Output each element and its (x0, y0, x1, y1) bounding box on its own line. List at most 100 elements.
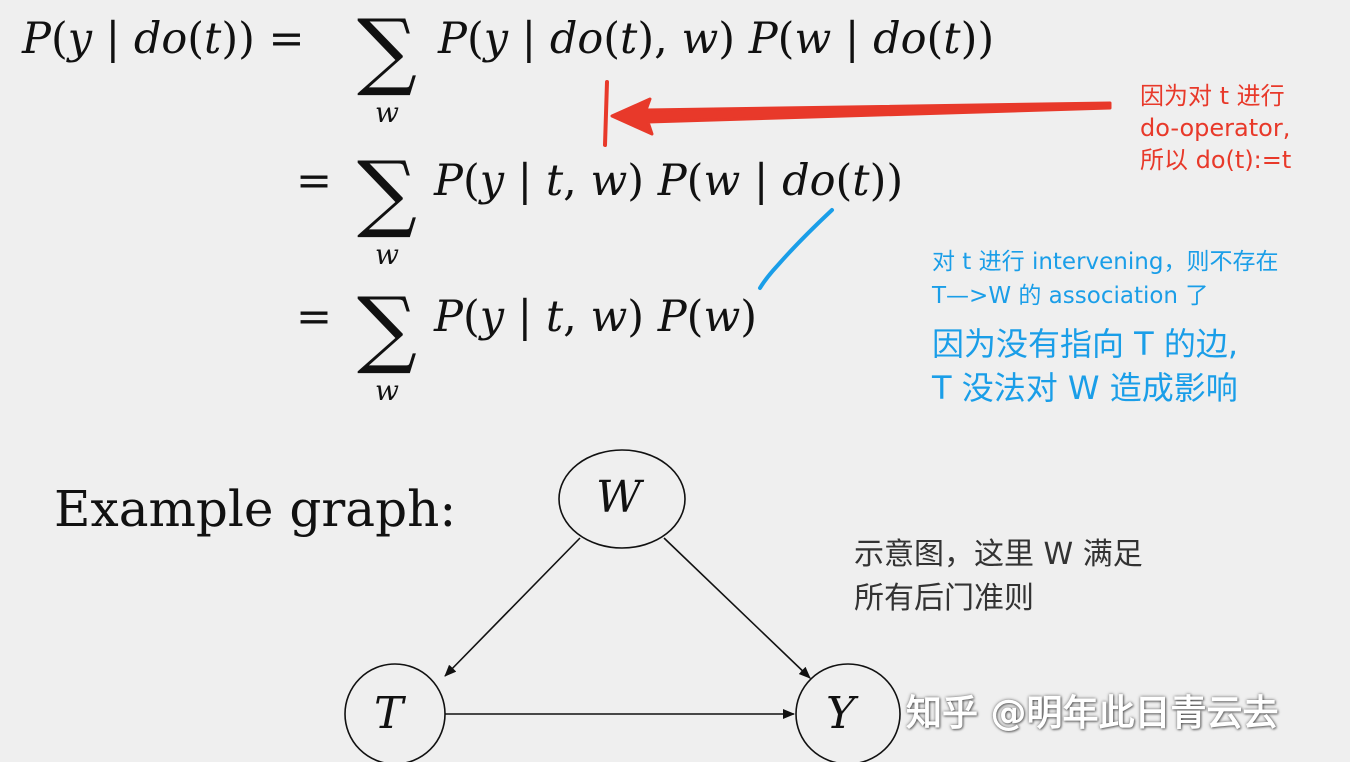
blue-annotation-big: 因为没有指向 T 的边, T 没法对 W 造成影响 (932, 322, 1238, 410)
zhihu-watermark: 知乎 @明年此日青云去 (906, 693, 1279, 734)
equation-line-2: P(y | t, w) P(w | do(t)) (434, 160, 903, 203)
lhs-paren2: ( (187, 14, 205, 64)
l3-p2: P (644, 292, 687, 342)
l2-w1: w (590, 156, 628, 206)
l2-o1: ( (462, 156, 480, 206)
blue-stroke (758, 208, 834, 290)
node-w-circle (558, 449, 686, 549)
l2-bar1: | (504, 156, 546, 206)
edge-w-to-t (444, 537, 581, 677)
equation-line-2-equals: = (296, 160, 332, 203)
red-annotation-line-2: do-operator, (1140, 114, 1291, 142)
red-annotation-line-1: 因为对 t 进行 (1140, 82, 1285, 110)
lhs-bar: | (92, 14, 134, 64)
lhs-paren: ( (50, 14, 68, 64)
red-annotation-line-3: 所以 do(t):=t (1140, 146, 1292, 174)
l3-o1: ( (462, 292, 480, 342)
l2-equals: = (296, 156, 333, 206)
node-t-label: T (374, 688, 404, 739)
sum-1-subscript: w (375, 96, 399, 129)
sum-3-symbol: ∑ (357, 279, 417, 377)
lhs-equals: = (254, 14, 305, 64)
node-t-circle (344, 663, 446, 762)
gray-annotation: 示意图，这里 W 满足 所有后门准则 (854, 533, 1143, 621)
gray-line-2: 所有后门准则 (854, 581, 1034, 616)
l2-c1: ) (627, 156, 645, 206)
l3-t1: t (545, 292, 564, 342)
lhs-do: do (133, 14, 188, 64)
l3-bar1: | (504, 292, 546, 342)
equation-lhs: P(y | do(t)) = (22, 18, 305, 61)
equation-line-3-equals: = (296, 296, 332, 339)
l1-w2: w (794, 14, 832, 64)
red-arrow (610, 97, 1112, 136)
equation-line-1: P(y | do(t), w) P(w | do(t)) (438, 18, 994, 61)
l3-w1: w (590, 292, 628, 342)
edge-w-to-y (663, 537, 811, 679)
l1-o3: ( (777, 14, 795, 64)
example-graph-label: Example graph: (54, 480, 457, 538)
l3-c3: ) (740, 292, 758, 342)
l2-o3: ( (686, 156, 704, 206)
sum-1-symbol: ∑ (357, 1, 417, 99)
l1-y: y (483, 14, 509, 64)
l2-comma: , (563, 156, 591, 206)
lhs-t: t (204, 14, 222, 64)
lhs-p: P (22, 14, 51, 64)
l1-p1: P (438, 14, 467, 64)
blue-small-line-2: T—>W 的 association 了 (932, 283, 1209, 309)
l1-w1: w (681, 14, 719, 64)
l1-bar2: | (831, 14, 874, 64)
l1-o1: ( (466, 14, 484, 64)
l1-o4: ( (926, 14, 944, 64)
l1-t2: t (943, 14, 961, 64)
l1-do2: do (873, 14, 927, 64)
l3-equals: = (296, 292, 333, 342)
l2-o4: ( (835, 156, 853, 206)
l2-bar2: | (740, 156, 783, 206)
red-tick-mark (603, 80, 609, 147)
sum-2-subscript: w (375, 238, 399, 271)
l1-c4: )) (960, 14, 995, 64)
l1-bar1: | (508, 14, 550, 64)
blue-big-line-2: T 没法对 W 造成影响 (932, 369, 1238, 407)
l2-c4: )) (869, 156, 904, 206)
l2-p2: P (644, 156, 687, 206)
blue-big-line-1: 因为没有指向 T 的边, (932, 325, 1239, 363)
l1-c1: ) (718, 14, 736, 64)
equation-line-3: P(y | t, w) P(w) (434, 296, 757, 339)
l2-y: y (479, 156, 505, 206)
sum-2-symbol: ∑ (357, 143, 417, 241)
node-y-label: Y (826, 688, 856, 739)
l1-p2: P (735, 14, 778, 64)
l1-do1: do (549, 14, 604, 64)
l3-p1: P (434, 292, 463, 342)
blue-small-line-1: 对 t 进行 intervening，则不存在 (932, 249, 1279, 275)
l2-do2: do (782, 156, 836, 206)
lhs-y: y (67, 14, 93, 64)
l1-t1: t (620, 14, 638, 64)
blue-annotation-small: 对 t 进行 intervening，则不存在 T—>W 的 associati… (932, 245, 1278, 313)
red-annotation: 因为对 t 进行 do-operator, 所以 do(t):=t (1140, 80, 1291, 176)
sum-3: ∑ w (352, 286, 422, 407)
lhs-close: )) (221, 14, 255, 64)
l2-t2: t (852, 156, 870, 206)
sum-3-subscript: w (375, 374, 399, 407)
l2-w2: w (703, 156, 741, 206)
l3-comma: , (563, 292, 591, 342)
sum-2: ∑ w (352, 150, 422, 271)
gray-line-1: 示意图，这里 W 满足 (854, 537, 1143, 572)
node-w-label: W (596, 472, 642, 523)
l3-y: y (479, 292, 505, 342)
l3-c1: ) (627, 292, 645, 342)
sum-1: ∑ w (352, 8, 422, 129)
l2-p1: P (434, 156, 463, 206)
l3-o3: ( (686, 292, 704, 342)
l1-o2: ( (603, 14, 621, 64)
node-y-circle (795, 663, 901, 762)
l1-c2: ), (637, 14, 682, 64)
l3-w2: w (703, 292, 741, 342)
l2-t1: t (545, 156, 564, 206)
